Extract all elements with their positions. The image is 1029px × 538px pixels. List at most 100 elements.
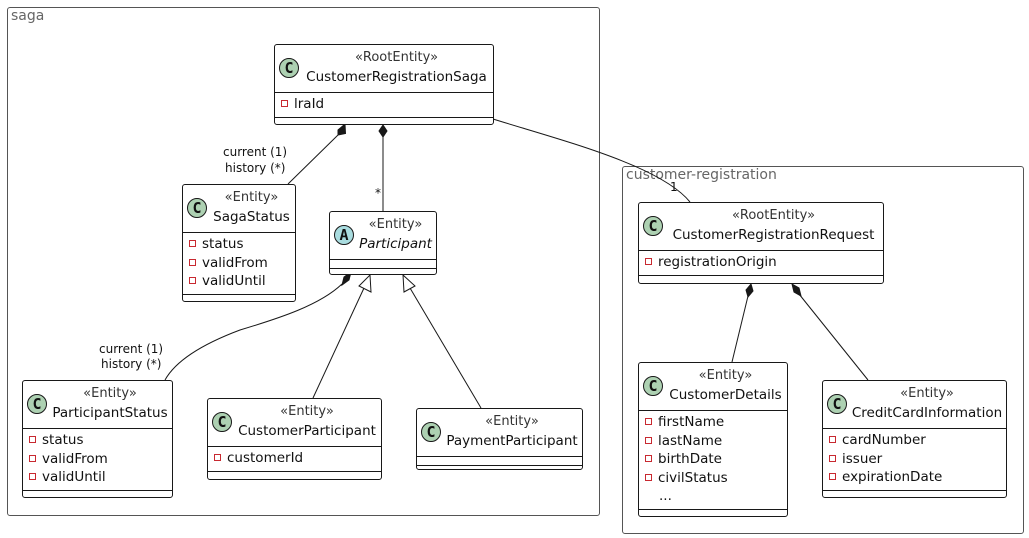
package-title: saga [11,8,45,24]
package-title: customer-registration [626,167,777,183]
class-saga-status[interactable]: C «Entity» SagaStatus status validFrom v… [182,184,296,302]
private-visibility-icon [645,258,652,265]
private-visibility-icon [189,277,196,284]
composition-participant-status [164,283,343,381]
class-name: SagaStatus [213,209,290,225]
inheritance-customer-participant [312,287,365,399]
stereotype: «Entity» [368,217,423,232]
class-badge-icon: C [827,394,847,414]
attribute: status [183,235,295,254]
private-visibility-icon [829,436,836,443]
multiplicity-label: 1 [670,180,678,194]
class-name: PaymentParticipant [446,433,578,449]
attribute-section [330,260,436,269]
private-visibility-icon [645,418,652,425]
role-label: history (*) [225,161,286,175]
attribute: validUntil [183,272,295,291]
class-customer-participant[interactable]: C «Entity» CustomerParticipant customerI… [207,398,382,480]
class-credit-card-information[interactable]: C «Entity» CreditCardInformation cardNum… [822,380,1007,498]
attribute: expirationDate [823,468,1006,487]
private-visibility-icon [645,455,652,462]
class-badge-icon: C [27,394,47,414]
private-visibility-icon [829,454,836,462]
class-badge-icon: C [187,198,207,218]
stereotype: «Entity» [698,368,753,383]
attribute: status [23,431,172,450]
attribute-section: status validFrom validUntil [183,233,295,295]
class-badge-icon: C [212,412,232,432]
attribute: firstName [639,413,787,432]
attribute: birthDate [639,450,787,469]
attribute: validUntil [23,468,172,487]
attribute-ellipsis: ... [659,488,672,504]
private-visibility-icon [29,454,36,462]
composition-diamond [378,124,388,138]
class-header: C «Entity» CustomerDetails [639,363,787,411]
attribute: issuer [823,450,1006,469]
stereotype: «Entity» [900,386,954,401]
attribute-section: customerId [208,447,381,472]
class-header: C «Entity» SagaStatus [183,185,295,233]
attribute: lraId [275,95,493,114]
attribute-section: registrationOrigin [639,251,883,276]
private-visibility-icon [829,473,836,480]
class-name: Participant [359,236,432,252]
abstract-badge-icon: A [334,225,354,245]
inheritance-arrowhead [402,273,416,293]
attribute: cardNumber [823,431,1006,450]
class-customer-registration-request[interactable]: C «RootEntity» CustomerRegistrationReque… [638,202,884,284]
class-badge-icon: C [643,376,663,396]
class-header: C «Entity» CreditCardInformation [823,381,1006,429]
stereotype: «RootEntity» [731,208,816,223]
class-name: CustomerRegistrationRequest [672,227,875,243]
class-name: CustomerParticipant [238,423,376,439]
association-saga-request [492,118,691,203]
attribute: validFrom [183,254,295,273]
private-visibility-icon [189,240,196,247]
inheritance-payment-participant [409,287,482,409]
class-name: CreditCardInformation [851,405,1003,421]
class-header: C «Entity» ParticipantStatus [23,381,172,429]
role-label: current (1) [99,342,164,356]
composition-request-creditcard [798,293,869,381]
class-header: A «Entity» Participant [330,212,436,260]
private-visibility-icon [29,436,36,443]
class-payment-participant[interactable]: C «Entity» PaymentParticipant [416,408,583,470]
stereotype: «RootEntity» [354,50,439,65]
composition-saga-sagastatus [287,134,339,185]
attribute-section: lraId [275,93,493,118]
private-visibility-icon [29,473,36,480]
attribute: civilStatus [639,469,787,488]
class-badge-icon: C [643,216,663,236]
class-customer-details[interactable]: C «Entity» CustomerDetails firstName las… [638,362,788,517]
composition-diamond [341,270,352,287]
composition-diamond [791,282,802,298]
class-participant-status[interactable]: C «Entity» ParticipantStatus status vali… [22,380,173,498]
class-name: ParticipantStatus [52,405,168,421]
attribute: registrationOrigin [639,253,883,272]
attribute-section: firstName lastName birthDate civilStatus… [639,411,787,510]
class-customer-registration-saga[interactable]: C «RootEntity» CustomerRegistrationSaga … [274,44,494,125]
class-header: C «Entity» CustomerParticipant [208,399,381,447]
multiplicity-label: * [375,186,381,200]
class-name: CustomerRegistrationSaga [306,69,487,85]
class-badge-icon: C [421,422,441,442]
attribute-section: status validFrom validUntil [23,429,172,491]
composition-request-details [731,295,749,363]
class-header: C «Entity» PaymentParticipant [417,409,582,457]
class-header: C «RootEntity» CustomerRegistrationSaga [275,45,493,93]
private-visibility-icon [645,436,652,444]
attribute: customerId [208,449,381,468]
stereotype: «Entity» [485,414,539,429]
private-visibility-icon [189,258,196,266]
private-visibility-icon [645,473,652,481]
class-name: CustomerDetails [669,387,782,403]
class-participant[interactable]: A «Entity» Participant [329,211,437,275]
attribute: validFrom [23,450,172,469]
composition-diamond [337,122,347,136]
class-badge-icon: C [279,58,299,78]
private-visibility-icon [281,100,288,107]
role-label: history (*) [101,357,162,371]
